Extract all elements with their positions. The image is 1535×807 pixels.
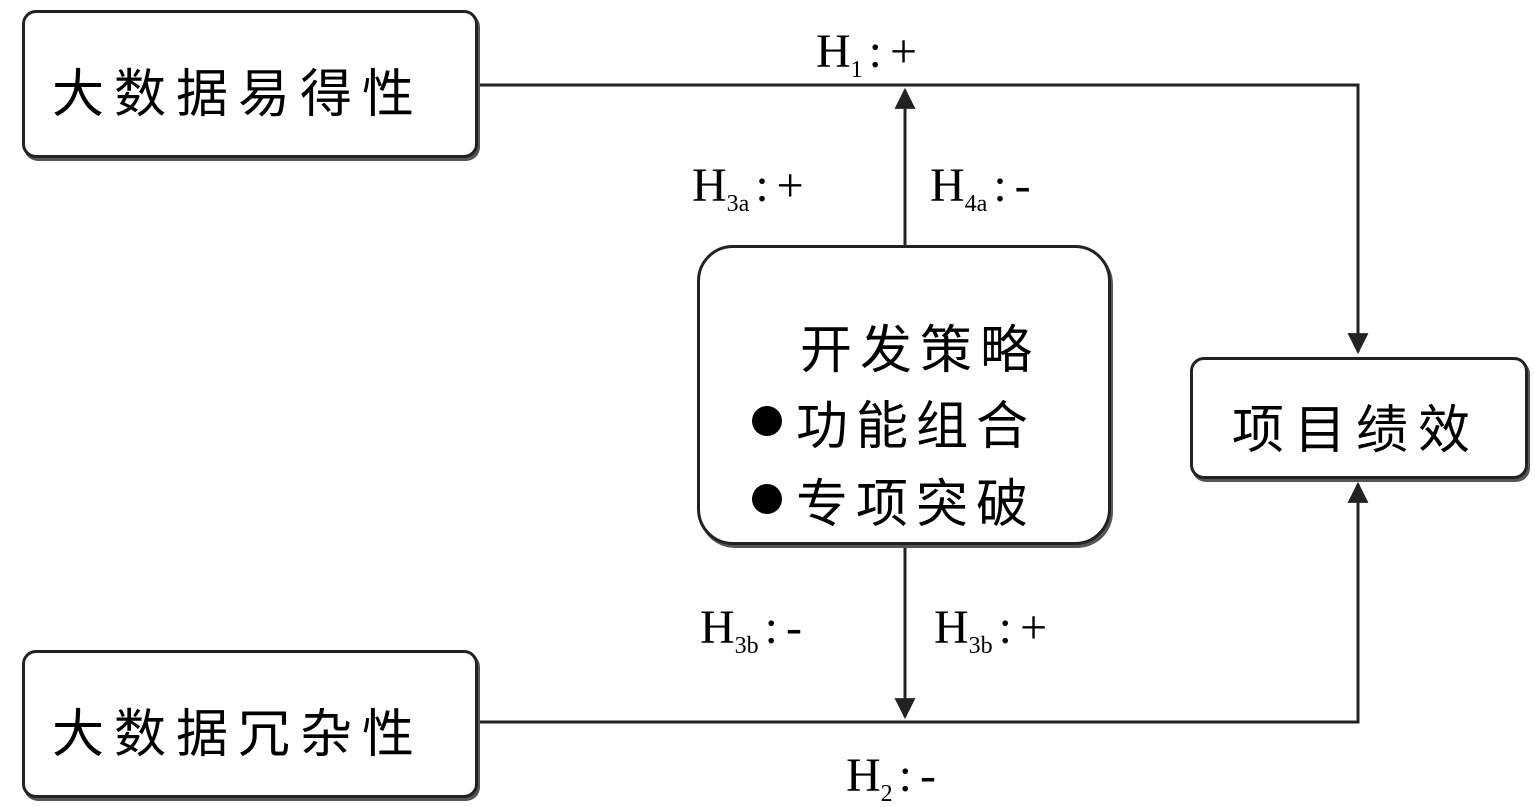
availability-label: 大数据易得性 [52,65,425,125]
bullet-icon [752,484,782,514]
strategy-title: 开发策略 [800,321,1041,381]
h2-label: H2:- [846,749,936,807]
h3b-left-label: H3b:- [700,601,802,659]
performance-node [1190,357,1528,479]
strategy-item: 功能组合 [752,384,1036,459]
strategy-item-label: 功能组合 [796,397,1037,457]
strategy-item: 专项突破 [752,462,1036,537]
redundancy-label: 大数据冗杂性 [52,705,425,765]
h4a-label: H4a:- [930,159,1031,217]
performance-label: 项目绩效 [1232,401,1481,461]
h3b-right-label: H3b:+ [934,601,1048,659]
h1-connector [478,83,1369,355]
strategy-item-label: 专项突破 [796,475,1037,535]
redundancy-node [22,650,478,798]
h2-connector [478,481,1369,724]
h3a-label: H3a:+ [692,159,804,217]
availability-node [22,10,478,158]
bullet-icon [752,406,782,436]
h1-label: H1:+ [816,25,918,83]
